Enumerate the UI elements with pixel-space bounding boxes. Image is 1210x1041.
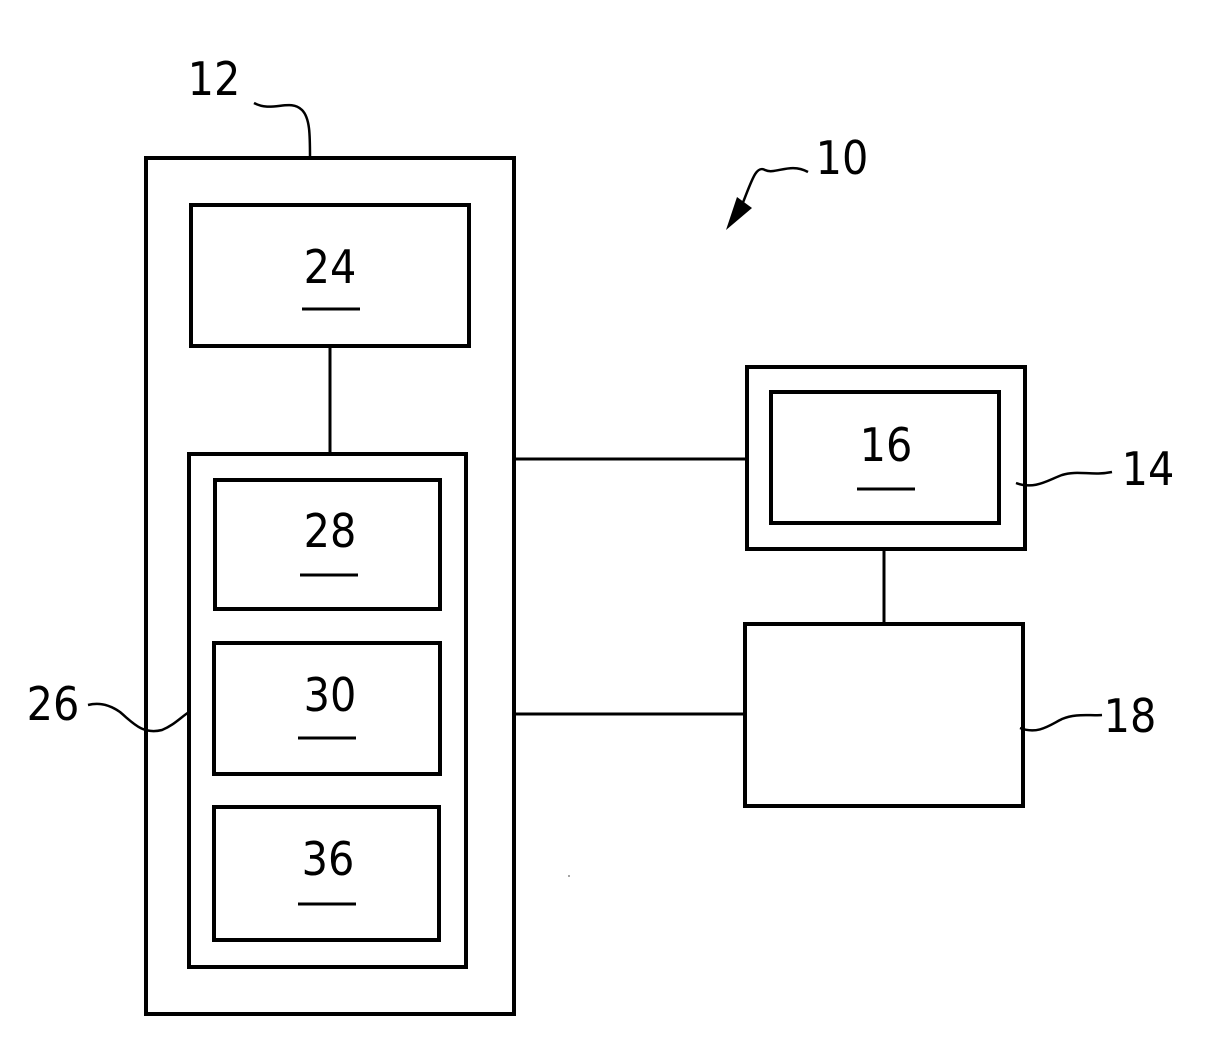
leader-14: [1016, 472, 1112, 485]
label-30: 30: [304, 668, 357, 722]
ref-label-14: 14: [1122, 442, 1175, 496]
ref-label-26: 26: [27, 677, 80, 731]
ref-label-18: 18: [1104, 689, 1157, 743]
leader-12: [254, 103, 310, 158]
device-18-box: [745, 624, 1023, 806]
stray-mark: [568, 875, 570, 877]
label-36: 36: [302, 832, 355, 886]
label-16: 16: [860, 418, 913, 472]
ref-label-12: 12: [188, 52, 241, 106]
label-24: 24: [304, 240, 357, 294]
leader-18: [1020, 715, 1102, 730]
arrowhead-10: [726, 197, 752, 230]
label-28: 28: [304, 504, 357, 558]
leader-10: [742, 168, 808, 205]
ref-label-10: 10: [816, 131, 869, 185]
